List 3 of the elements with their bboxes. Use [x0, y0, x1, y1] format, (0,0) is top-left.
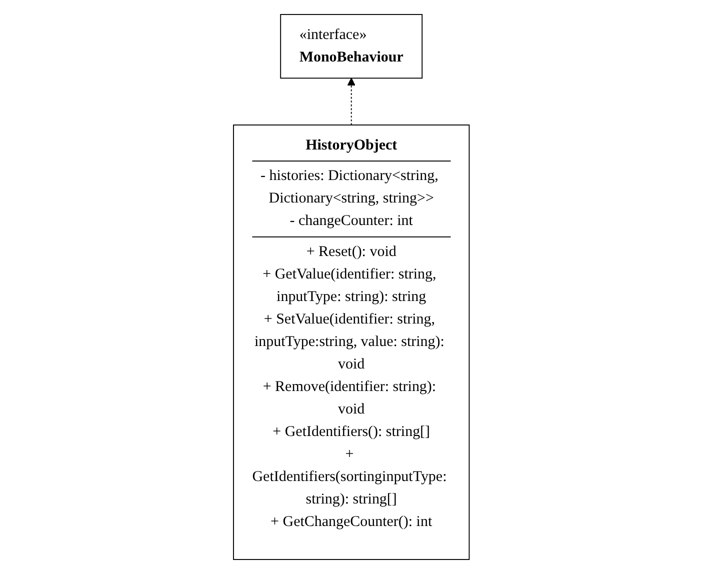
node-box: HistoryObject - histories: Dictionary<string, Dictionary<string, string>> - changeCounter: int + Reset(): void + GetValue(identifier: string, inputType: string): string + SetValue(identifier: string, inputType:string, value: string): void + Remove(identifier: string): void + GetIdentifiers(): string[] + GetIdentifiers(sortinginputType: string): string[] + GetChangeCounter(): int [232, 124, 470, 560]
node-box: «interface» MonoBehaviour [280, 14, 422, 79]
arrow [346, 78, 356, 126]
